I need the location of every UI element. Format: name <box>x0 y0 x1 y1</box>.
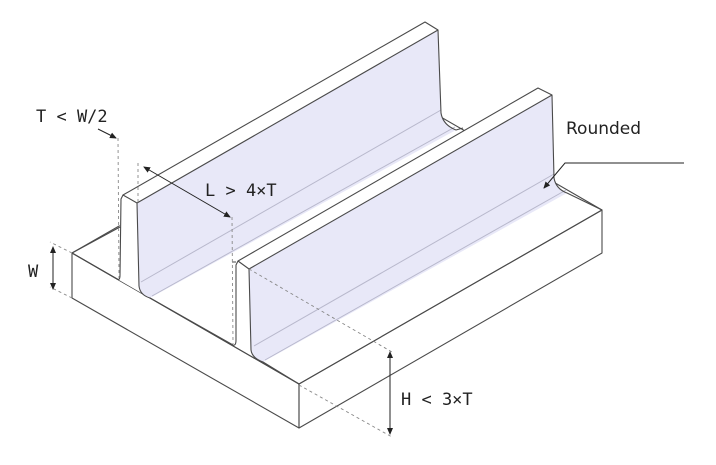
rib-1 <box>71 21 464 346</box>
rib-1-edges <box>71 21 464 346</box>
width-dimension: W <box>28 241 73 299</box>
rib-2-side-face <box>249 95 567 362</box>
rib-2-fillet-line-lower <box>264 189 567 361</box>
fillet-label: Rounded <box>566 119 641 139</box>
length-label: L > 4×T <box>205 181 277 201</box>
rib-1-fillet-line <box>140 109 442 283</box>
width-label: W <box>28 262 39 282</box>
thickness-label: T < W/2 <box>36 107 108 127</box>
rib-2 <box>232 87 603 385</box>
base-side-face <box>298 209 603 429</box>
rib-1-fillet-line-lower <box>151 126 456 297</box>
rib-2-edges <box>232 87 603 385</box>
rib-1-side-face <box>137 30 456 298</box>
rib-2-fillet-line <box>253 173 555 347</box>
fillet-callout: Rounded <box>543 119 684 189</box>
height-dimension: H < 3×T <box>248 268 473 438</box>
length-dimension: L > 4×T <box>143 166 277 345</box>
thickness-dimension: T < W/2 <box>36 107 139 279</box>
height-label: H < 3×T <box>401 390 473 410</box>
